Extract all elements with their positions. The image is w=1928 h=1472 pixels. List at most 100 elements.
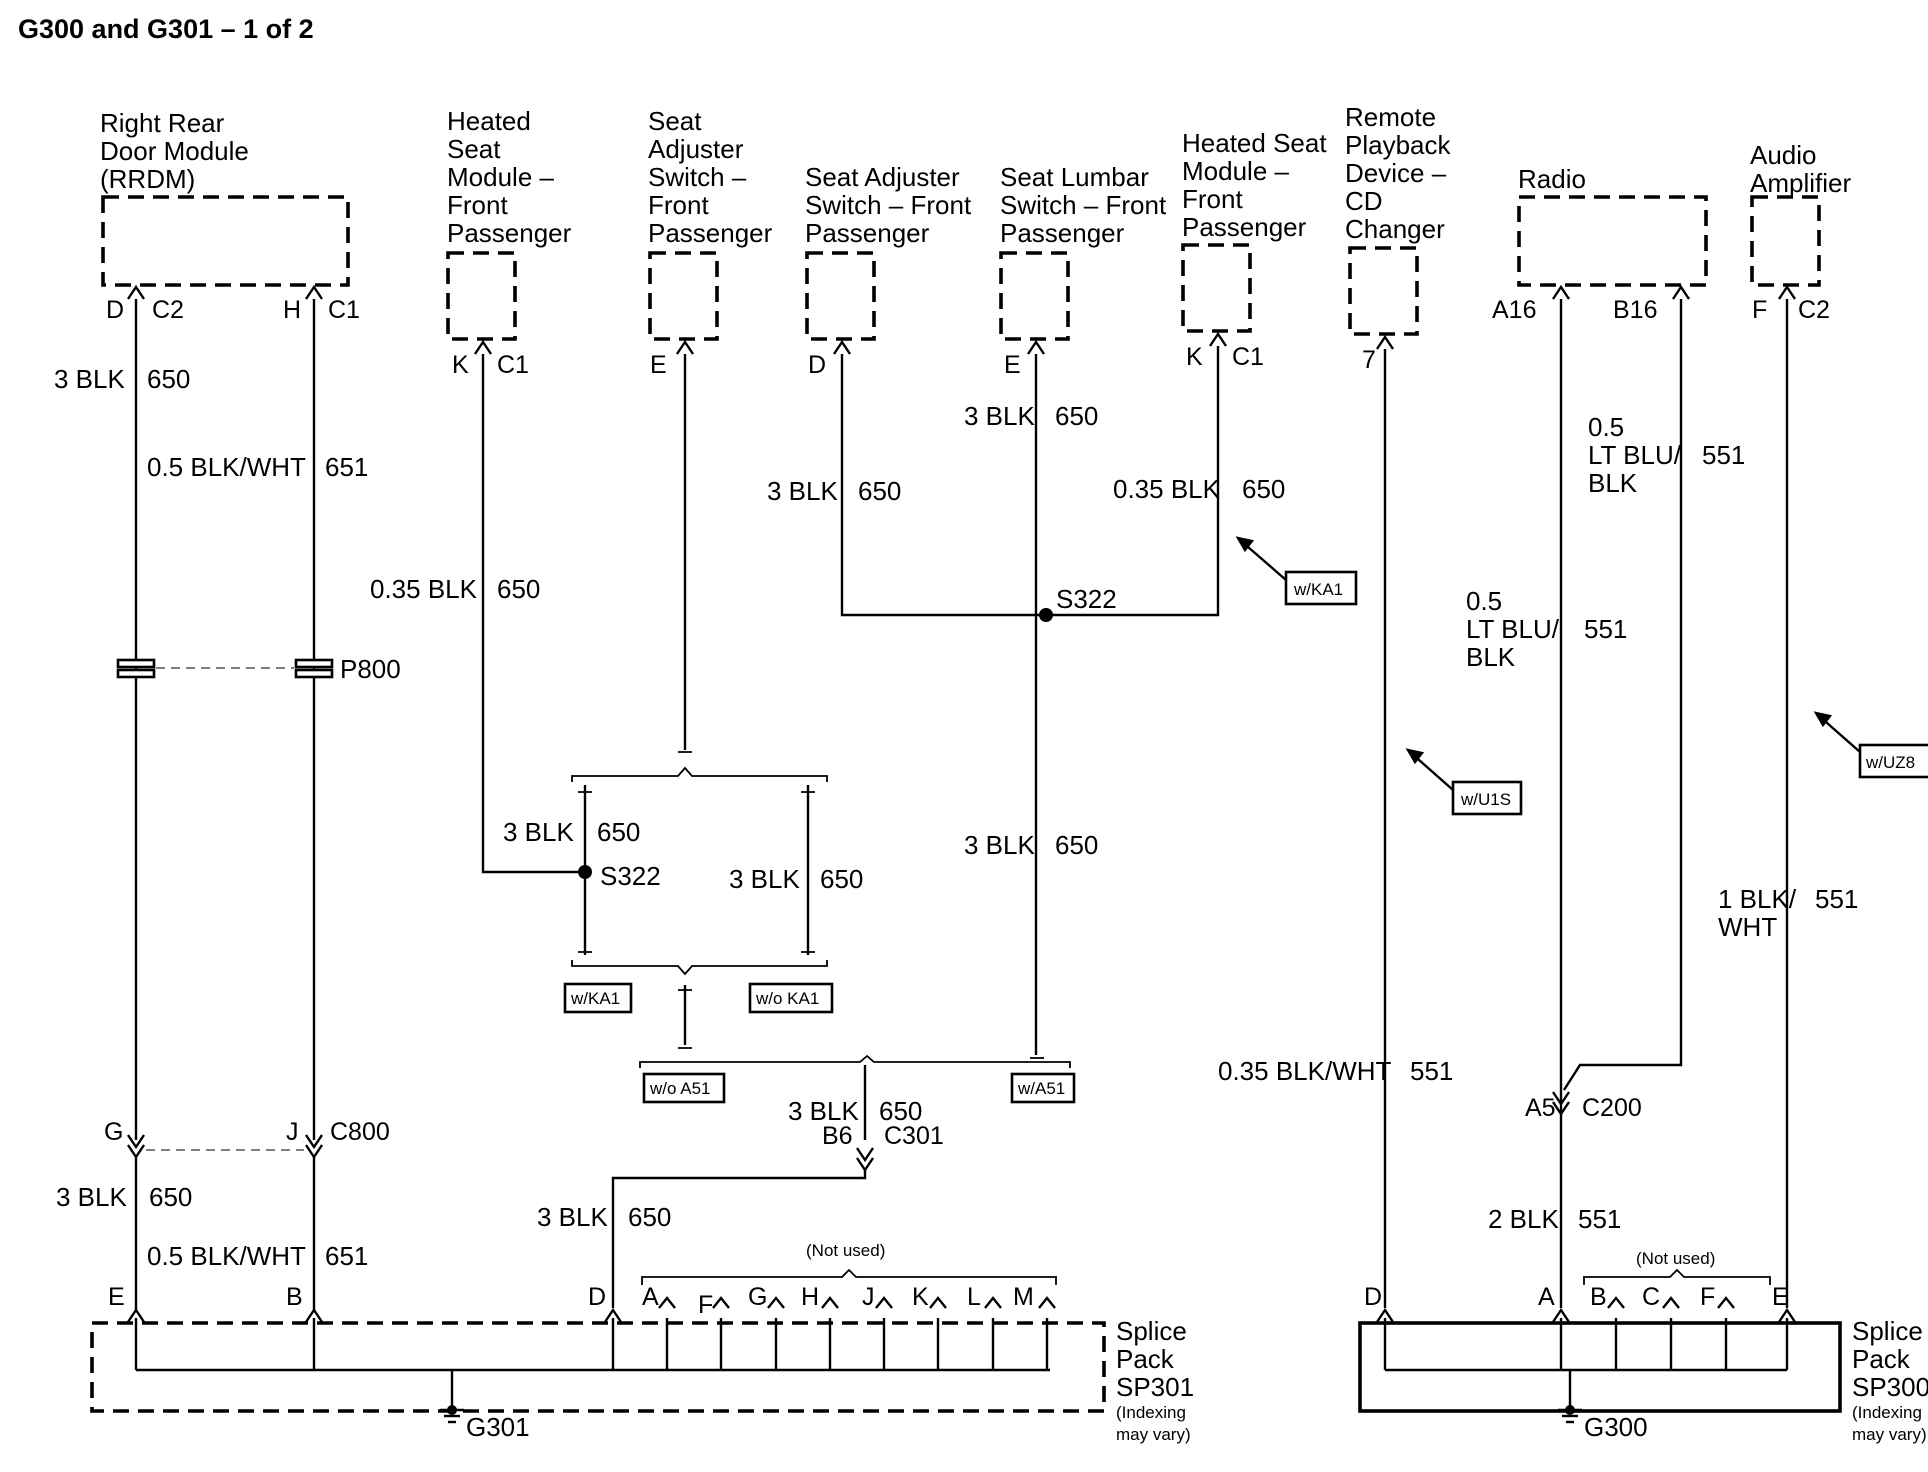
pin-label: E xyxy=(650,351,667,379)
not-used-label: (Not used) xyxy=(1636,1249,1715,1268)
svg-text:B: B xyxy=(286,1283,303,1311)
svg-text:C: C xyxy=(1642,1283,1660,1311)
seat-adjuster-switch-left-label: Seat Adjuster Switch – Front Passenger xyxy=(648,106,773,248)
splice-pack-sp300 xyxy=(1358,1321,1842,1413)
svg-text:650: 650 xyxy=(820,864,863,894)
seat-adjuster-switch-right-label: Seat Adjuster Switch – Front Passenger xyxy=(805,162,978,248)
rrdm-label: Right Rear Door Module (RRDM) xyxy=(100,108,256,194)
wu1s-tag: w/U1S xyxy=(1460,790,1511,809)
option-brackets xyxy=(571,751,1071,1068)
connector-label: C1 xyxy=(1232,343,1264,371)
p800-label: P800 xyxy=(340,654,401,684)
connector-label: C2 xyxy=(1798,296,1830,324)
svg-text:D: D xyxy=(588,1283,606,1311)
pin-label: A5 xyxy=(1525,1094,1556,1122)
heated-seat-module-left-box xyxy=(446,251,517,341)
svg-text:3 BLK: 3 BLK xyxy=(964,830,1035,860)
splice-dot xyxy=(1039,608,1053,622)
svg-text:650: 650 xyxy=(1055,830,1098,860)
not-used-label: (Not used) xyxy=(806,1241,885,1260)
g300-label: G300 xyxy=(1584,1412,1648,1442)
sp300-pin-labels: D A B C F E xyxy=(1364,1283,1789,1311)
heated-seat-module-right-label: Heated Seat Module – Front Passenger xyxy=(1182,128,1334,242)
svg-text:0.5LT BLU/BLK: 0.5LT BLU/BLK xyxy=(1588,412,1682,498)
pin-label: H xyxy=(283,296,301,324)
svg-text:E: E xyxy=(1772,1283,1789,1311)
pin-label: 7 xyxy=(1362,346,1376,374)
sp301-pin-labels: E B D A F G H J K L M xyxy=(108,1283,1034,1319)
svg-text:0.35 BLK: 0.35 BLK xyxy=(370,574,478,604)
svg-text:F: F xyxy=(698,1291,713,1319)
svg-text:3 BLK: 3 BLK xyxy=(964,401,1035,431)
seat-lumbar-switch-box xyxy=(999,251,1070,341)
pin-label: K xyxy=(1186,343,1203,371)
svg-text:650: 650 xyxy=(149,1182,192,1212)
s322-top-label: S322 xyxy=(1056,584,1117,614)
terminal-symbols xyxy=(127,284,1796,355)
sp301-internal-bus xyxy=(134,1318,1050,1408)
svg-text:651: 651 xyxy=(325,1241,368,1271)
sp301-terminals xyxy=(127,1296,1056,1323)
pin-label: B16 xyxy=(1613,296,1657,324)
svg-text:F: F xyxy=(1700,1283,1715,1311)
svg-text:0.5LT BLU/BLK: 0.5LT BLU/BLK xyxy=(1466,586,1560,672)
svg-text:G: G xyxy=(748,1283,767,1311)
option-pointers xyxy=(1235,536,1861,791)
audio-amplifier-box xyxy=(1750,195,1821,287)
s322-left-label: S322 xyxy=(600,861,661,891)
connector-label: C301 xyxy=(884,1122,944,1150)
svg-text:2 BLK: 2 BLK xyxy=(1488,1204,1559,1234)
connector-label: C800 xyxy=(330,1118,390,1146)
not-used-bracket xyxy=(1583,1268,1771,1285)
heated-seat-module-left-label: Heated Seat Module – Front Passenger xyxy=(447,106,572,248)
pin-label: D xyxy=(106,296,124,324)
connector-label: C1 xyxy=(328,296,360,324)
c200-terminal xyxy=(1552,1091,1570,1117)
pin-label: E xyxy=(1004,351,1021,379)
svg-text:651: 651 xyxy=(325,452,368,482)
svg-text:B: B xyxy=(1590,1283,1607,1311)
svg-text:0.5 BLK/WHT: 0.5 BLK/WHT xyxy=(147,1241,306,1271)
connector-label: C2 xyxy=(152,296,184,324)
connector-label: C200 xyxy=(1582,1094,1642,1122)
sp300-note: (Indexing may vary) xyxy=(1852,1403,1927,1444)
sp301-note: (Indexing may vary) xyxy=(1116,1403,1191,1444)
splice-pack-sp301 xyxy=(90,1321,1106,1413)
svg-text:650: 650 xyxy=(879,1096,922,1126)
svg-text:3 BLK: 3 BLK xyxy=(54,364,125,394)
svg-text:3 BLK: 3 BLK xyxy=(788,1096,859,1126)
wo-ka1-tag: w/o KA1 xyxy=(755,989,819,1008)
svg-text:551: 551 xyxy=(1702,440,1745,470)
audio-amplifier-label: Audio Amplifier xyxy=(1750,140,1851,198)
wire-paths xyxy=(134,299,1789,1308)
svg-text:551: 551 xyxy=(1578,1204,1621,1234)
sp301-label: Splice Pack SP301 xyxy=(1116,1316,1194,1402)
radio-label: Radio xyxy=(1518,164,1586,194)
svg-text:650: 650 xyxy=(1242,474,1285,504)
pin-label: K xyxy=(452,351,469,379)
svg-text:J: J xyxy=(862,1283,875,1311)
sp300-internal-bus xyxy=(1383,1318,1789,1408)
option-labels: w/KA1 w/KA1 w/o KA1 w/o A51 w/A51 w/U1S … xyxy=(563,570,1928,1104)
svg-text:3 BLK: 3 BLK xyxy=(56,1182,127,1212)
svg-text:551: 551 xyxy=(1815,884,1858,914)
wa51-tag: w/A51 xyxy=(1017,1079,1065,1098)
svg-text:650: 650 xyxy=(628,1202,671,1232)
diagram-title: G300 and G301 – 1 of 2 xyxy=(18,14,314,44)
svg-text:D: D xyxy=(1364,1283,1382,1311)
svg-text:L: L xyxy=(967,1283,981,1311)
svg-text:551: 551 xyxy=(1410,1056,1453,1086)
g301-label: G301 xyxy=(466,1412,530,1442)
seat-adjuster-switch-right-box xyxy=(805,251,876,341)
svg-text:3 BLK: 3 BLK xyxy=(767,476,838,506)
pin-label: D xyxy=(808,351,826,379)
ground-dot xyxy=(1565,1405,1575,1415)
connector-label: C1 xyxy=(497,351,529,379)
svg-text:551: 551 xyxy=(1584,614,1627,644)
svg-text:E: E xyxy=(108,1283,125,1311)
sp300-label: Splice Pack SP300 xyxy=(1852,1316,1928,1402)
svg-text:H: H xyxy=(801,1283,819,1311)
sp300-terminals xyxy=(1376,1296,1796,1323)
wka1-top-tag: w/KA1 xyxy=(1293,580,1343,599)
svg-text:3 BLK: 3 BLK xyxy=(537,1202,608,1232)
